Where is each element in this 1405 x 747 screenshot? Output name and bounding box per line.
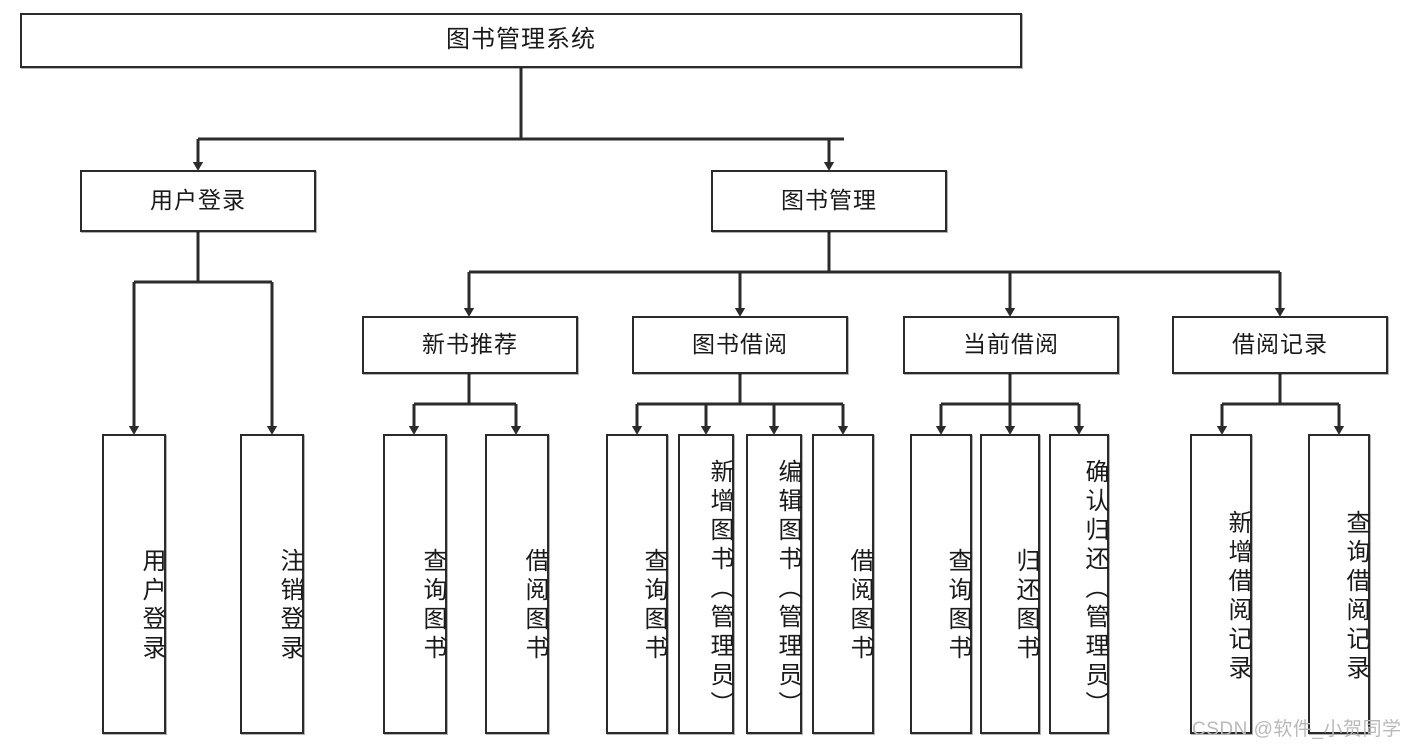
node-current-borrow[interactable]: 当前借阅 [903, 316, 1119, 374]
leaf-confirm-return-admin[interactable]: 确认归还（管理员） [1049, 434, 1109, 734]
node-book-borrow[interactable]: 图书借阅 [632, 316, 848, 374]
leaf-borrow-book-borrow[interactable]: 借阅图书 [812, 434, 874, 734]
node-borrow-records[interactable]: 借阅记录 [1172, 316, 1388, 374]
leaf-user-login[interactable]: 用户登录 [102, 434, 166, 734]
leaf-edit-book-admin[interactable]: 编辑图书（管理员） [746, 434, 802, 734]
node-root[interactable]: 图书管理系统 [20, 13, 1022, 68]
leaf-borrow-book-newbook[interactable]: 借阅图书 [485, 434, 549, 734]
leaf-add-book-admin[interactable]: 新增图书（管理员） [678, 434, 734, 734]
node-user-login[interactable]: 用户登录 [80, 170, 316, 232]
csdn-watermark: CSDN @软件_小贺同学 [1192, 719, 1402, 740]
leaf-query-book-borrow[interactable]: 查询图书 [606, 434, 668, 734]
leaf-query-book-newbook[interactable]: 查询图书 [383, 434, 447, 734]
node-new-book-recommend[interactable]: 新书推荐 [362, 316, 578, 374]
leaf-return-book[interactable]: 归还图书 [980, 434, 1040, 734]
leaf-query-borrow-record[interactable]: 查询借阅记录 [1308, 434, 1370, 734]
leaf-logout-login[interactable]: 注销登录 [240, 434, 304, 734]
leaf-query-book-current[interactable]: 查询图书 [910, 434, 972, 734]
node-book-management[interactable]: 图书管理 [711, 170, 947, 232]
leaf-add-borrow-record[interactable]: 新增借阅记录 [1190, 434, 1252, 734]
